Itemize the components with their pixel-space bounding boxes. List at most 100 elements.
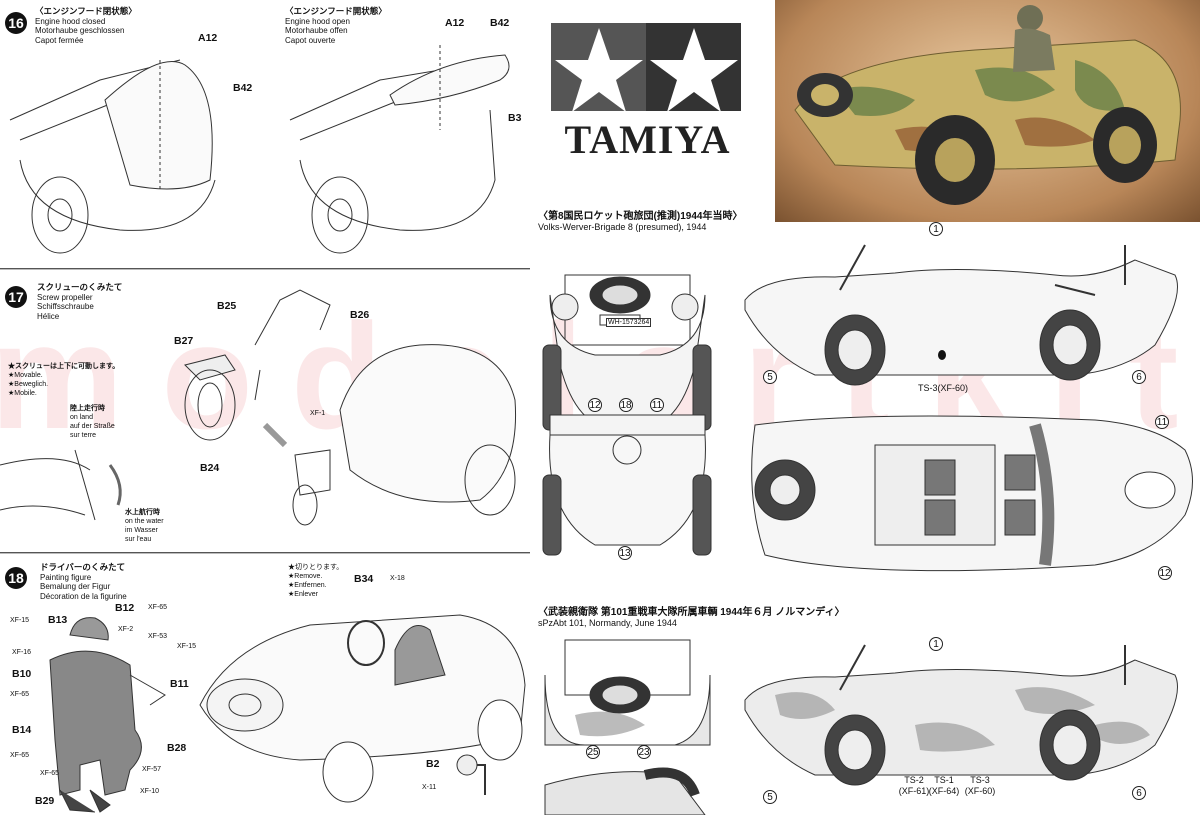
paint-code: (XF-64) [928,786,960,796]
note-fr: sur l'eau [125,536,152,543]
marker-6: 6 [1132,786,1146,800]
note-en: ★Movable. [8,372,43,379]
caption-de: Motorhaube offen [285,26,348,35]
part-label: B26 [350,309,370,321]
driver-figure [49,617,166,813]
paint-code: XF-65 [10,752,30,759]
caption-fr: Hélice [37,311,60,321]
star-mark-icon [551,23,741,112]
brand-wordmark: TAMIYA [564,117,731,162]
part-label: B24 [200,462,220,474]
caption-en: Engine hood closed [35,16,106,26]
movable-note: ★スクリューは上下に可動します。 ★Movable. ★Beweglich. ★… [8,362,119,398]
engine-hood-illustration [9,45,510,254]
paint-code: TS-3(XF-60) [918,383,969,393]
note-de: im Wasser [125,527,158,534]
license-plate: WH-1573264 [606,318,652,327]
part-label: B29 [35,795,55,807]
scheme-1-title-jp: 〈第8国民ロケット砲旅団(推測)1944年当時〉 [538,211,743,222]
part-label: B10 [12,668,32,680]
land-note: 陸上走行時 on land auf der Straße sur terre [70,404,115,440]
paint-code: XF-57 [142,766,162,773]
marker-12: 12 [588,398,602,412]
part-label: B13 [48,614,68,626]
caption-de: Motorhaube geschlossen [35,26,125,35]
part-label: B11 [170,678,189,690]
paint-code: XF-10 [140,788,160,795]
caption-jp: ドライバーのくみたて [40,562,126,572]
note-fr: ★Enlever [288,591,319,598]
part-label: B42 [233,82,253,94]
note-de: ★Entfernen. [288,582,327,589]
paint-callout: TS-3 (XF-60) [960,775,1000,797]
marker-5: 5 [763,370,777,384]
marker-23: 23 [637,745,651,759]
marker-25: 25 [586,745,600,759]
step-16-badge: 16 [5,12,27,34]
marker-1: 1 [929,222,943,236]
note-de: ★Beweglich. [8,381,49,388]
note-fr: ★Mobile. [8,390,37,397]
caption-fr: Décoration de la figurine [40,591,127,601]
part-label: B2 [426,758,440,770]
part-label: B3 [508,112,522,124]
product-photo [775,0,1200,222]
paint-code: XF-2 [118,626,134,633]
step-16-caption: 〈エンジンフード閉状態〉 Engine hood closed Motorhau… [35,6,137,45]
divider [0,268,530,270]
paint-code: XF-53 [148,633,168,640]
marker-11: 11 [650,398,664,412]
caption-fr: Capot fermée [35,35,84,45]
paint-code: X-11 [422,784,437,791]
marker-1: 1 [929,637,943,651]
paint-code: TS-1 [934,775,954,785]
part-label: B14 [12,724,32,736]
part-label: A12 [198,32,218,44]
scheme-1-title-en: Volks-Werver-Brigade 8 (presumed), 1944 [538,222,707,232]
step-17-caption: スクリューのくみたて Screw propeller Schiffsschrau… [37,282,122,321]
note-jp: ★スクリューは上下に可動します。 [8,363,120,370]
divider [0,552,530,554]
part-label: B42 [490,17,510,29]
step-17-badge: 17 [5,286,27,308]
part-label: B12 [115,602,135,614]
marker-18: 18 [619,398,633,412]
scheme-2-title-en: sPzAbt 101, Normandy, June 1944 [538,618,677,628]
paint-code: XF-1 [310,410,326,417]
paint-code: XF-15 [10,617,30,624]
camo-vehicle-photo [794,5,1181,205]
paint-code: XF-15 [177,643,197,650]
note-en: ★Remove. [288,573,323,580]
caption-fr: Capot ouverte [285,35,336,45]
caption-en: Screw propeller [37,292,93,302]
tamiya-logo: TAMIYA [545,18,750,162]
caption-en: Painting figure [40,572,92,582]
caption-jp: 〈エンジンフード開状態〉 [285,6,387,16]
note-jp: 陸上走行時 [70,405,105,412]
part-label: B34 [354,573,374,585]
part-label: A12 [445,17,465,29]
note-en: on the water [125,518,164,525]
paint-code: (XF-60) [964,786,996,796]
part-label: B27 [174,335,194,347]
propeller-illustration [0,289,517,526]
marker-6: 6 [1132,370,1146,384]
caption-de: Bemalung der Figur [40,582,111,591]
caption-jp: 〈エンジンフード閉状態〉 [35,6,137,16]
step-18-caption: ドライバーのくみたて Painting figure Bemalung der … [40,562,127,601]
paint-dot-icon [938,350,946,360]
scheme-2-title-jp: 〈武装親衛隊 第101重戦車大隊所属車輌 1944年６月 ノルマンディ〉 [538,607,845,618]
paint-code: XF-65 [148,604,168,611]
water-note: 水上航行時 on the water im Wasser sur l'eau [125,508,164,544]
marker-12: 12 [1158,566,1172,580]
note-jp: 水上航行時 [125,509,160,516]
part-label: B25 [217,300,237,312]
scheme-1-profiles [542,244,1193,572]
note-fr: sur terre [70,432,97,439]
caption-de: Schiffsschraube [37,302,94,311]
caption-en: Engine hood open [285,16,350,26]
step-18-badge: 18 [5,567,27,589]
note-en: on land [70,414,93,421]
paint-code: TS-3 [970,775,990,785]
marker-5: 5 [763,790,777,804]
